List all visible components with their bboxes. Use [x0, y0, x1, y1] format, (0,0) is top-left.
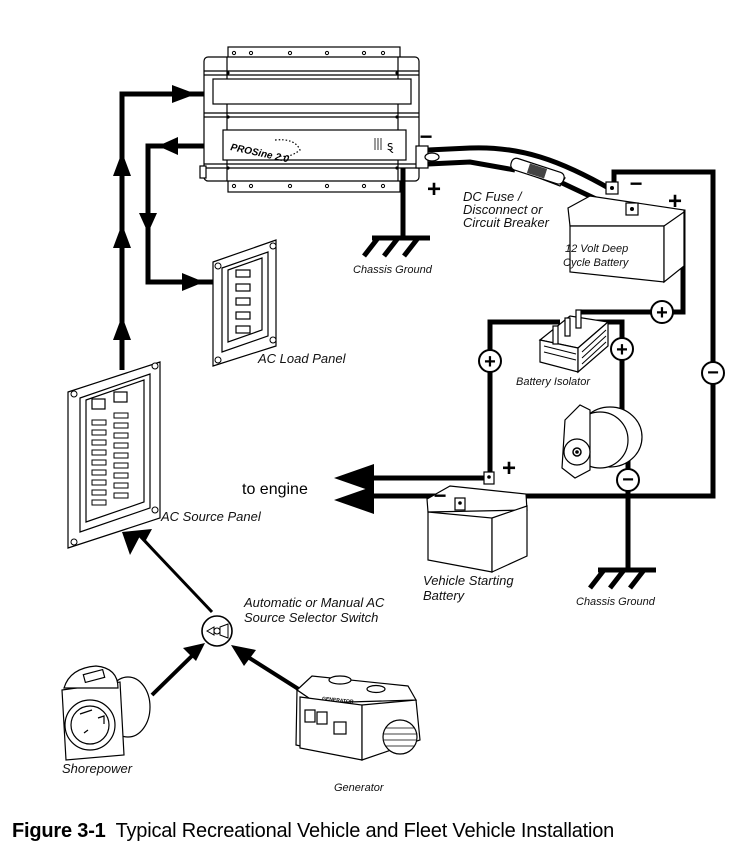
dc-wiring	[334, 145, 716, 570]
shorepower-inlet[interactable]: Shorepower	[61, 665, 151, 776]
inverter[interactable]: PROSine 2.0 ȿ	[199, 46, 440, 193]
deep-battery-minus-sign: −	[630, 171, 643, 196]
dc-fuse[interactable]: DC Fuse / Disconnect or Circuit Breaker	[463, 157, 566, 230]
svg-text:Source Selector Switch: Source Selector Switch	[244, 610, 378, 625]
svg-text:Circuit Breaker: Circuit Breaker	[463, 215, 550, 230]
chassis-ground-bottom-label: Chassis Ground	[576, 596, 656, 608]
selector-switch-label: Automatic or Manual AC Source Selector S…	[243, 595, 385, 625]
alternator	[561, 404, 643, 479]
deep-battery-plus-sign: +	[668, 188, 682, 215]
arrow-up-1	[113, 152, 131, 176]
chassis-ground-top: Chassis Ground	[353, 235, 433, 276]
generator-label: Generator	[334, 782, 385, 794]
generator-panel-text: GENERATOR	[322, 696, 354, 705]
battery-isolator[interactable]: Battery Isolator	[516, 309, 610, 388]
inverter-plus-sign: +	[427, 176, 441, 203]
arrow-to-engine-minus	[334, 486, 374, 514]
svg-text:−: −	[622, 469, 634, 491]
arrow-down-load	[139, 213, 157, 233]
polarity-circle-plus-isolator-in: +	[650, 300, 674, 324]
svg-text:Automatic or Manual AC: Automatic or Manual AC	[243, 595, 385, 610]
vehicle-starting-battery[interactable]: + − Vehicle Starting Battery	[423, 455, 528, 603]
start-battery-minus-sign: −	[434, 483, 447, 508]
arrow-switch-to-panel	[122, 529, 212, 613]
arrow-generator-to-switch	[231, 645, 256, 666]
arrow-left-inverter-out	[158, 137, 178, 155]
svg-text:12 Volt Deep: 12 Volt Deep	[565, 243, 628, 255]
arrow-shorepower-to-switch	[183, 643, 205, 661]
svg-text:Cycle Battery: Cycle Battery	[563, 257, 630, 269]
chassis-ground-bottom: Chassis Ground	[576, 567, 656, 608]
battery-isolator-label: Battery Isolator	[516, 376, 591, 388]
figure-number: Figure 3-1	[12, 820, 106, 842]
arrow-to-engine-plus	[334, 464, 374, 492]
deep-cycle-battery-label: 12 Volt Deep Cycle Battery	[563, 243, 630, 269]
svg-text:+: +	[656, 302, 668, 324]
selector-switch[interactable]: Automatic or Manual AC Source Selector S…	[122, 529, 385, 647]
to-engine-label: to engine	[242, 481, 308, 498]
ac-load-panel-label: AC Load Panel	[257, 351, 347, 366]
svg-text:+: +	[616, 339, 628, 361]
arrow-up-3	[113, 316, 131, 340]
svg-text:Disconnect or: Disconnect or	[463, 202, 543, 217]
ac-wiring	[113, 85, 213, 370]
svg-text:+: +	[484, 351, 496, 373]
figure-caption: Figure 3-1 Typical Recreational Vehicle a…	[12, 820, 614, 843]
ac-source-panel-label: AC Source Panel	[160, 509, 262, 524]
polarity-circle-minus-loop: −	[701, 361, 725, 385]
svg-text:DC Fuse /: DC Fuse /	[463, 189, 523, 204]
generator[interactable]: GENERATOR Generator	[295, 675, 421, 794]
dc-fuse-label: DC Fuse / Disconnect or Circuit Breaker	[463, 189, 550, 230]
arrow-right-load	[182, 273, 204, 291]
polarity-circle-minus-alt: −	[616, 468, 640, 492]
ac-load-panel[interactable]: AC Load Panel	[212, 239, 347, 367]
arrow-up-2	[113, 224, 131, 248]
start-battery-plus-sign: +	[502, 455, 516, 482]
shorepower-label: Shorepower	[62, 761, 133, 776]
chassis-ground-top-label: Chassis Ground	[353, 264, 433, 276]
ac-source-panel[interactable]: AC Source Panel	[67, 361, 262, 549]
svg-text:Battery: Battery	[423, 588, 466, 603]
figure-title: Typical Recreational Vehicle and Fleet V…	[115, 820, 615, 842]
inverter-minus-sign: −	[420, 124, 433, 149]
svg-text:−: −	[707, 362, 719, 384]
polarity-circle-plus-start: +	[478, 349, 502, 373]
starting-battery-label: Vehicle Starting Battery	[423, 573, 514, 603]
polarity-circle-plus-alt: +	[610, 337, 634, 361]
arrow-right-inverter-in	[172, 85, 196, 103]
deep-cycle-battery[interactable]: − + 12 Volt Deep Cycle Battery	[563, 171, 685, 284]
svg-text:Vehicle Starting: Vehicle Starting	[423, 573, 514, 588]
inverter-logo-icon: ȿ	[387, 139, 394, 153]
